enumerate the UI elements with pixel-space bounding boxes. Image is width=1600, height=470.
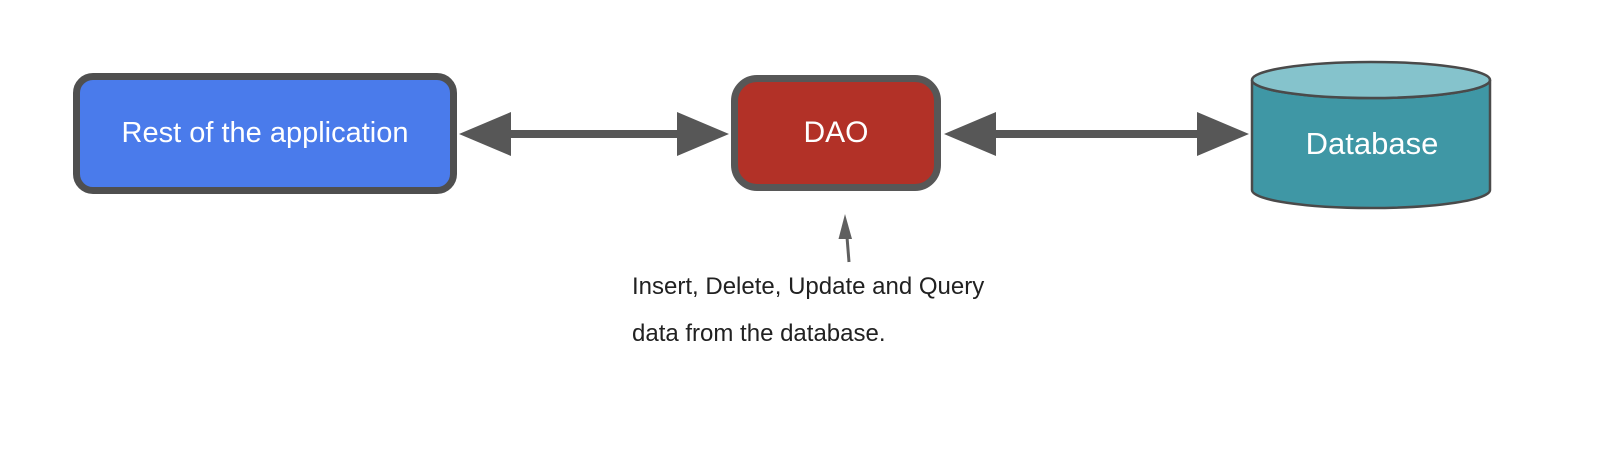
dao-annotation-line-1: Insert, Delete, Update and Query: [632, 273, 985, 300]
annotation-pointer-arrow-icon: [838, 214, 852, 263]
double-arrow-dao-database-icon: [944, 112, 1249, 156]
node-dao: DAO: [731, 75, 941, 191]
dao-annotation: Insert, Delete, Update and Query data fr…: [632, 270, 984, 364]
database-cylinder-top: [1250, 60, 1492, 100]
node-database-label: Database: [1305, 126, 1439, 161]
node-rest-of-application: Rest of the application: [73, 73, 457, 194]
double-arrow-app-dao-icon: [459, 112, 729, 156]
node-rest-of-application-label: Rest of the application: [121, 117, 409, 149]
node-dao-label: DAO: [803, 116, 869, 149]
dao-annotation-line-2: data from the database.: [632, 320, 886, 347]
